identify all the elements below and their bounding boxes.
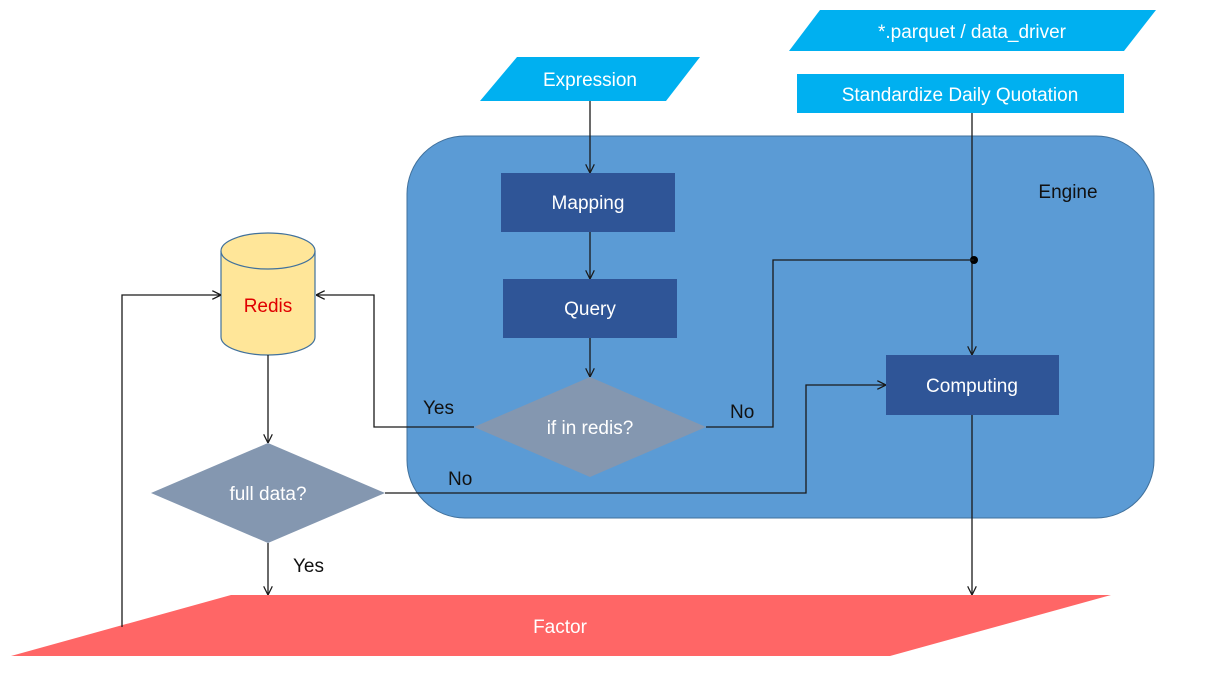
edge-decision-yes-to-redis [316, 295, 474, 428]
mapping-node [501, 173, 675, 232]
edge-label-full-no: No [448, 469, 472, 490]
full-data-decision [151, 443, 385, 543]
edge-factor-to-redis [121, 295, 221, 627]
edge-decision-no-to-junction [706, 259, 974, 428]
query-label: Query [564, 299, 616, 320]
computing-node [886, 355, 1059, 415]
full-data-label: full data? [229, 484, 306, 505]
edge-label-full-yes: Yes [293, 556, 324, 577]
edge-full-data-no-to-computing [385, 385, 886, 494]
if-in-redis-label: if in redis? [547, 418, 634, 439]
factor-label: Factor [533, 617, 588, 638]
edge-label-redis-no: No [730, 402, 754, 423]
edge-label-redis-yes: Yes [423, 398, 454, 419]
parquet-input-label: *.parquet / data_driver [878, 22, 1067, 43]
standardize-label: Standardize Daily Quotation [842, 85, 1079, 106]
if-in-redis-decision [474, 377, 706, 477]
factor-output-node [11, 595, 1111, 656]
expression-input-node [480, 57, 700, 101]
mapping-label: Mapping [552, 193, 625, 214]
redis-label: Redis [244, 296, 293, 317]
engine-label: Engine [1038, 182, 1097, 203]
redis-database-node [220, 232, 316, 356]
standardize-node [797, 74, 1124, 113]
query-node [503, 279, 677, 338]
parquet-input-node [789, 10, 1156, 51]
computing-label: Computing [926, 376, 1018, 397]
expression-label: Expression [543, 70, 637, 91]
